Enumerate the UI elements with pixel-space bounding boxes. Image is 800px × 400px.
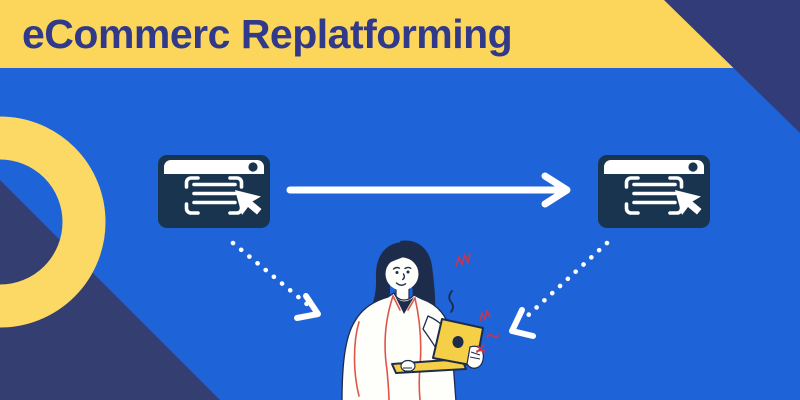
- page-title: eCommerc Replatforming: [22, 10, 513, 57]
- squiggles-red: [455, 252, 500, 354]
- jacket-seams: [353, 295, 422, 400]
- hair-left: [369, 242, 403, 314]
- arrow-right-icon: [286, 172, 571, 208]
- jacket-body: [341, 292, 457, 400]
- dotted-arrow-right-icon: [509, 240, 610, 339]
- hair-right: [400, 240, 436, 371]
- browser-window-icon-right: [596, 153, 712, 230]
- face-features: [392, 266, 412, 286]
- hair-fringe: [385, 244, 425, 268]
- bottom-left-triangle: [0, 180, 220, 400]
- right-hand: [466, 345, 484, 369]
- left-eye: [395, 271, 399, 274]
- laptop-lid: [432, 318, 484, 367]
- browser-window-icon-left: [156, 153, 272, 230]
- laptop-base: [391, 358, 467, 374]
- neck: [395, 284, 410, 302]
- vneck-top: [395, 296, 414, 314]
- squiggle-navy: [448, 290, 454, 313]
- right-eye: [406, 270, 410, 274]
- woman-with-laptop-illustration: [341, 240, 500, 400]
- face: [385, 257, 419, 291]
- left-hand: [400, 359, 416, 373]
- ring-shape: [0, 116, 106, 328]
- right-arm: [422, 315, 465, 369]
- laptop-logo: [452, 336, 464, 348]
- title-banner: eCommerc Replatforming: [0, 0, 800, 68]
- dotted-arrow-left-icon: [230, 240, 321, 321]
